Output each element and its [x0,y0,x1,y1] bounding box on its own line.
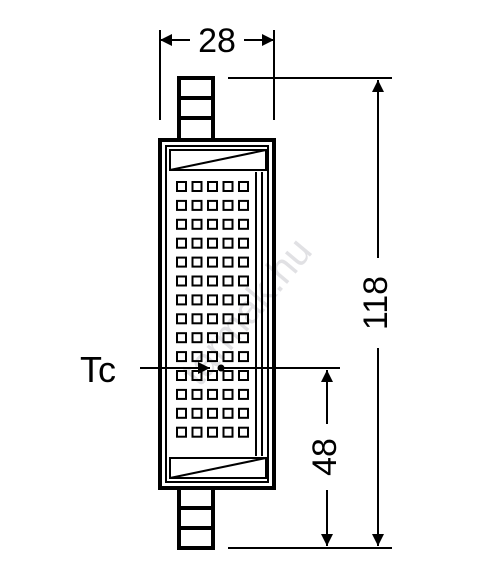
width-dimension-label: 28 [198,22,236,60]
led-chip [207,313,218,325]
tc-measurement-point [217,364,225,372]
led-chip [176,237,187,249]
led-chip [207,218,218,230]
led-chip [207,332,218,344]
led-chip [207,181,218,192]
led-chip [191,256,203,268]
tc-offset-dimension-label: 48 [306,438,344,476]
led-chip [176,294,187,306]
watermark-text: tarmak.hu [173,229,321,394]
led-chip [207,407,218,419]
led-chip [238,181,249,192]
led-chip [191,237,203,249]
led-chip [176,426,187,438]
lamp-body [158,138,276,490]
led-chip [222,199,234,211]
led-chip [207,294,218,306]
led-chip [191,313,203,325]
led-chip [176,181,187,192]
led-chip [222,237,234,249]
led-chip [176,407,187,419]
led-chip [191,388,203,400]
led-chip [222,351,234,363]
led-chip [207,237,218,249]
tc-point-callout: Tc [80,349,225,390]
led-chip [238,426,249,438]
led-chip [238,294,249,306]
led-chip [222,313,234,325]
led-chip [176,313,187,325]
length-dimension: 118 [228,77,395,549]
led-chip [222,388,234,400]
led-chip [176,218,187,230]
led-chip [191,275,203,287]
led-chip [176,256,187,268]
led-chip [176,332,187,344]
led-chip [191,181,203,192]
tc-label: Tc [80,349,116,390]
bottom-base-pin [177,486,215,550]
led-chip [191,199,203,211]
length-dimension-label: 118 [357,276,395,330]
led-chip [207,426,218,438]
led-chip [191,332,203,344]
width-dimension: 28 [159,22,275,120]
led-chip [238,313,249,325]
led-chip [238,388,249,400]
led-chip [222,218,234,230]
led-chip [207,370,218,381]
led-chip [238,256,249,268]
led-chip [191,218,203,230]
led-chip [222,332,234,344]
led-chip [207,275,218,287]
led-chip [207,351,218,363]
led-chip [222,294,234,306]
led-chip [238,275,249,287]
led-chip [222,407,234,419]
led-chip [238,237,249,249]
led-chip [176,370,187,381]
led-chip [176,199,187,211]
watermark: tarmak.hu [173,229,321,394]
led-chip [238,332,249,344]
led-chip [191,370,203,381]
led-chip [238,370,249,381]
led-chip [222,256,234,268]
led-chip [176,351,187,363]
led-chip [207,199,218,211]
tc-offset-dimension: 48 [222,367,344,546]
led-chip [176,388,187,400]
led-chip [222,370,234,381]
led-chip [207,256,218,268]
led-chip [222,275,234,287]
led-chip [191,407,203,419]
led-chip [191,351,203,363]
led-grid [176,181,249,438]
led-chip [238,407,249,419]
led-chip [222,181,234,192]
led-chip [207,388,218,400]
led-chip [191,426,203,438]
led-chip [176,275,187,287]
led-chip [191,294,203,306]
led-chip [238,351,249,363]
top-base-pin [177,76,215,142]
led-chip [238,218,249,230]
led-chip [222,426,234,438]
led-chip [238,199,249,211]
